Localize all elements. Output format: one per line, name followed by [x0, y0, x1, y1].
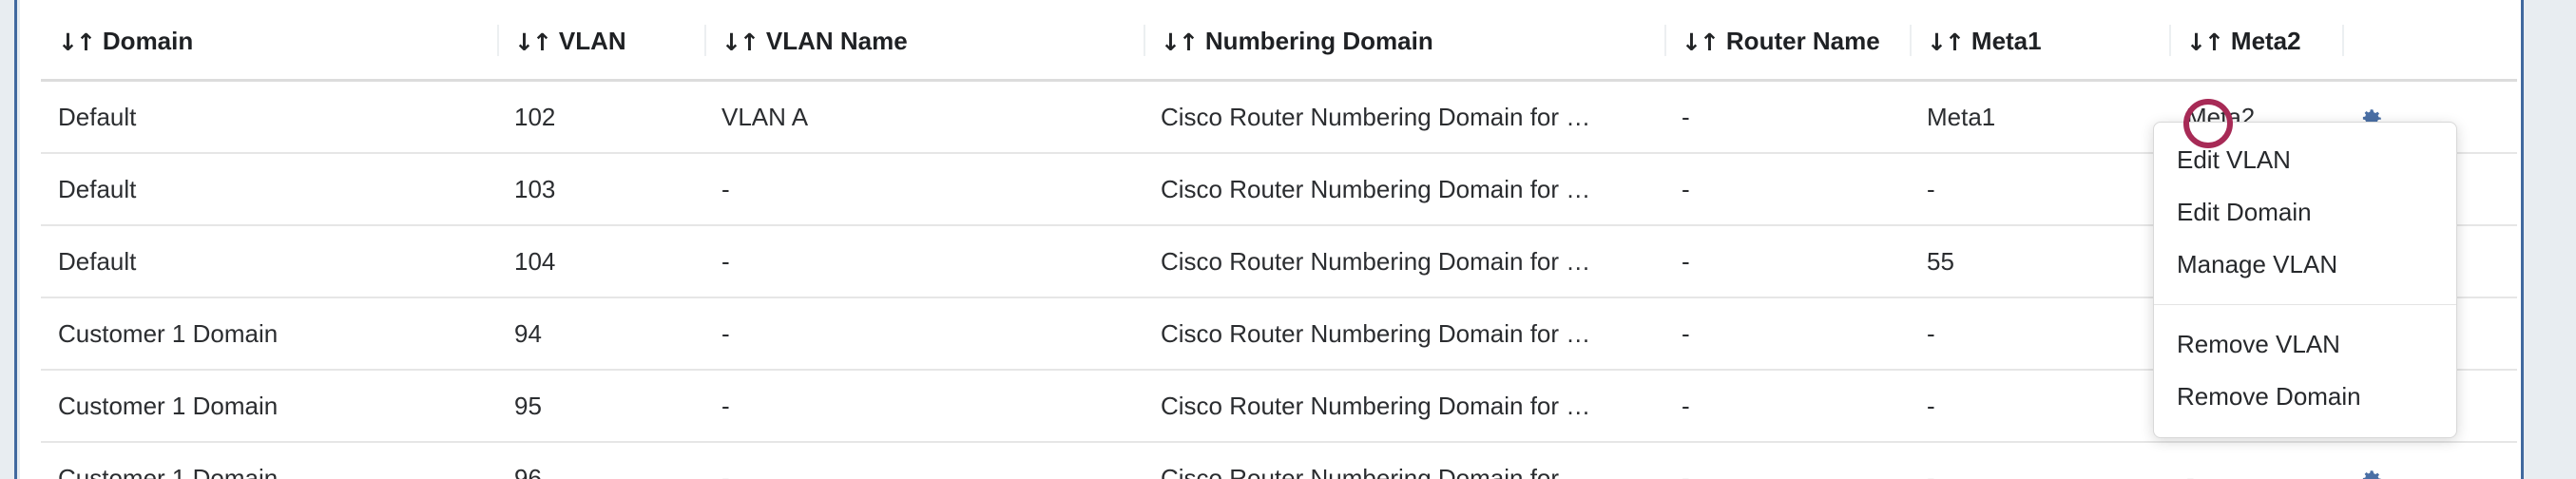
cell-vlan-name: -: [704, 153, 1144, 226]
cell-domain: Customer 1 Domain: [41, 442, 497, 479]
menu-item-remove-vlan[interactable]: Remove VLAN: [2177, 330, 2340, 359]
table-body: Default 102 VLAN A Cisco Router Numberin…: [41, 80, 2517, 479]
column-header-label: Numbering Domain: [1204, 27, 1433, 55]
cell-meta1: -: [1910, 153, 2169, 226]
sort-both-icon[interactable]: ↓↑: [2186, 29, 2224, 56]
cell-numbering-domain: Cisco Router Numbering Domain for …: [1144, 370, 1664, 443]
cell-numbering-domain: Cisco Router Numbering Domain for …: [1144, 297, 1664, 371]
page-left-rail: [0, 0, 17, 479]
sort-both-icon[interactable]: ↓↑: [514, 29, 552, 56]
column-header-label: VLAN Name: [765, 27, 908, 55]
table-header: ↓↑Domain ↓↑VLAN ↓↑VLAN Name: [41, 0, 2517, 82]
cell-vlan: 104: [497, 225, 704, 298]
column-header-vlan-name[interactable]: ↓↑VLAN Name: [704, 0, 1144, 82]
cell-numbering-domain: Cisco Router Numbering Domain for …: [1144, 442, 1664, 479]
cell-vlan-name: VLAN A: [704, 80, 1144, 154]
table-row[interactable]: Customer 1 Domain 96 - Cisco Router Numb…: [41, 442, 2517, 479]
cell-meta1: -: [1910, 442, 2169, 479]
column-header-meta1[interactable]: ↓↑Meta1: [1910, 0, 2169, 82]
cell-meta1: 55: [1910, 225, 2169, 298]
table-row[interactable]: Customer 1 Domain 95 - Cisco Router Numb…: [41, 370, 2517, 443]
cell-domain: Default: [41, 225, 497, 298]
column-header-label: Router Name: [1725, 27, 1880, 55]
cell-vlan-name: -: [704, 225, 1144, 298]
gear-icon[interactable]: [2359, 468, 2384, 479]
table-row[interactable]: Default 104 - Cisco Router Numbering Dom…: [41, 225, 2517, 298]
menu-item-remove-domain[interactable]: Remove Domain: [2177, 382, 2361, 412]
column-header-vlan[interactable]: ↓↑VLAN: [497, 0, 704, 82]
header-row: ↓↑Domain ↓↑VLAN ↓↑VLAN Name: [41, 0, 2517, 82]
cell-actions: [2342, 442, 2517, 479]
cell-router-name: -: [1664, 370, 1910, 443]
sort-both-icon[interactable]: ↓↑: [1161, 29, 1199, 56]
cell-vlan: 95: [497, 370, 704, 443]
column-header-label: VLAN: [558, 27, 626, 55]
table-row[interactable]: Default 102 VLAN A Cisco Router Numberin…: [41, 80, 2517, 154]
column-header-meta2[interactable]: ↓↑Meta2: [2169, 0, 2342, 82]
cell-numbering-domain: Cisco Router Numbering Domain for …: [1144, 80, 1664, 154]
cell-domain: Default: [41, 80, 497, 154]
cell-domain: Default: [41, 153, 497, 226]
cell-vlan-name: -: [704, 370, 1144, 443]
cell-vlan: 94: [497, 297, 704, 371]
cell-meta1: Meta1: [1910, 80, 2169, 154]
cell-vlan: 102: [497, 80, 704, 154]
row-actions-context-menu[interactable]: Edit VLAN Edit Domain Manage VLAN Remove…: [2153, 122, 2457, 438]
cell-router-name: -: [1664, 153, 1910, 226]
menu-item-edit-domain[interactable]: Edit Domain: [2177, 198, 2312, 227]
cell-router-name: -: [1664, 297, 1910, 371]
vlan-table-panel: ↓↑Domain ↓↑VLAN ↓↑VLAN Name: [20, 0, 2521, 479]
cell-domain: Customer 1 Domain: [41, 370, 497, 443]
cell-numbering-domain: Cisco Router Numbering Domain for …: [1144, 153, 1664, 226]
column-header-actions: [2342, 0, 2517, 82]
cell-domain: Customer 1 Domain: [41, 297, 497, 371]
cell-meta2: -: [2169, 442, 2342, 479]
column-header-label: Domain: [102, 27, 194, 55]
sort-both-icon[interactable]: ↓↑: [58, 29, 96, 56]
cell-router-name: -: [1664, 225, 1910, 298]
column-header-numbering-domain[interactable]: ↓↑Numbering Domain: [1144, 0, 1664, 82]
cell-router-name: -: [1664, 442, 1910, 479]
cell-meta1: -: [1910, 297, 2169, 371]
cell-vlan: 96: [497, 442, 704, 479]
cell-numbering-domain: Cisco Router Numbering Domain for …: [1144, 225, 1664, 298]
column-header-label: Meta2: [2230, 27, 2301, 55]
table-row[interactable]: Default 103 - Cisco Router Numbering Dom…: [41, 153, 2517, 226]
column-header-domain[interactable]: ↓↑Domain: [41, 0, 497, 82]
page-right-rail: [2521, 0, 2576, 479]
table-row[interactable]: Customer 1 Domain 94 - Cisco Router Numb…: [41, 297, 2517, 371]
sort-both-icon[interactable]: ↓↑: [1927, 29, 1965, 56]
cell-vlan: 103: [497, 153, 704, 226]
sort-both-icon[interactable]: ↓↑: [1682, 29, 1720, 56]
cell-meta1: -: [1910, 370, 2169, 443]
cell-router-name: -: [1664, 80, 1910, 154]
vlan-table: ↓↑Domain ↓↑VLAN ↓↑VLAN Name: [41, 0, 2517, 479]
sort-both-icon[interactable]: ↓↑: [721, 29, 759, 56]
menu-item-manage-vlan[interactable]: Manage VLAN: [2177, 250, 2338, 279]
menu-divider: [2154, 304, 2456, 306]
cell-vlan-name: -: [704, 442, 1144, 479]
column-header-router-name[interactable]: ↓↑Router Name: [1664, 0, 1910, 82]
menu-item-edit-vlan[interactable]: Edit VLAN: [2177, 145, 2291, 174]
column-header-label: Meta1: [1970, 27, 2042, 55]
cell-vlan-name: -: [704, 297, 1144, 371]
